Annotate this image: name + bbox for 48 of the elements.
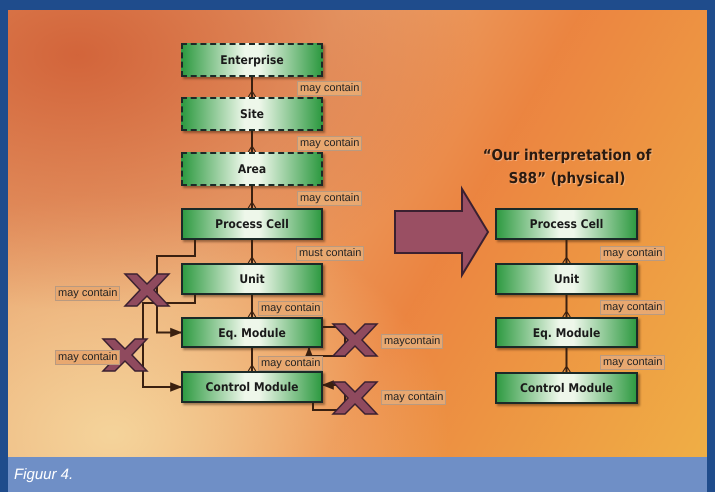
- process-box: [495, 372, 638, 404]
- box-label: Unit: [239, 272, 265, 286]
- edge-label: may contain: [600, 246, 666, 261]
- connector-line: [142, 295, 196, 392]
- connector-line: [562, 240, 571, 264]
- edge-label: may contain: [600, 300, 666, 315]
- connector-line: [248, 186, 256, 209]
- edge-label: may contain: [55, 350, 120, 365]
- block-arrow: [394, 185, 490, 279]
- box-label: Process Cell: [530, 217, 604, 231]
- process-box: [495, 263, 638, 295]
- box-label: Control Module: [206, 380, 298, 394]
- box-label: Eq. Module: [532, 326, 600, 340]
- connector-line: [248, 295, 256, 318]
- process-box: [181, 152, 323, 186]
- process-box: [181, 43, 323, 77]
- process-box: [181, 371, 323, 403]
- process-box: [495, 317, 638, 348]
- edge-label: may contain: [55, 286, 120, 301]
- connector-line: [248, 131, 256, 153]
- edge-label: may contain: [297, 81, 362, 96]
- box-label: Area: [238, 162, 266, 176]
- connector-line: [248, 240, 256, 264]
- edge-label: maycontain: [381, 334, 444, 349]
- process-box: [181, 208, 323, 240]
- connector-line: [248, 77, 256, 98]
- process-box: [181, 317, 323, 348]
- box-label: Control Module: [520, 381, 613, 395]
- connector-line: [248, 348, 256, 372]
- process-box: [495, 208, 638, 240]
- box-label: Eq. Module: [218, 326, 286, 340]
- process-box: [181, 263, 323, 295]
- edge-label: may contain: [297, 191, 362, 206]
- edge-label: may contain: [258, 356, 324, 371]
- caption: Figuur 4.: [14, 466, 74, 483]
- process-box: [181, 97, 323, 131]
- edge-label: may contain: [297, 136, 362, 151]
- edge-label: may contain: [600, 355, 666, 370]
- edge-label: may contain: [258, 301, 324, 316]
- edge-label: must contain: [296, 246, 364, 261]
- heading: “Our interpretation of S88” (physical): [482, 145, 652, 189]
- box-label: Process Cell: [215, 217, 289, 231]
- box-label: Enterprise: [220, 53, 284, 67]
- connector-line: [562, 295, 571, 318]
- connector-line: [562, 348, 571, 373]
- box-label: Unit: [554, 272, 580, 286]
- edge-label: may contain: [381, 390, 446, 405]
- box-label: Site: [240, 107, 264, 121]
